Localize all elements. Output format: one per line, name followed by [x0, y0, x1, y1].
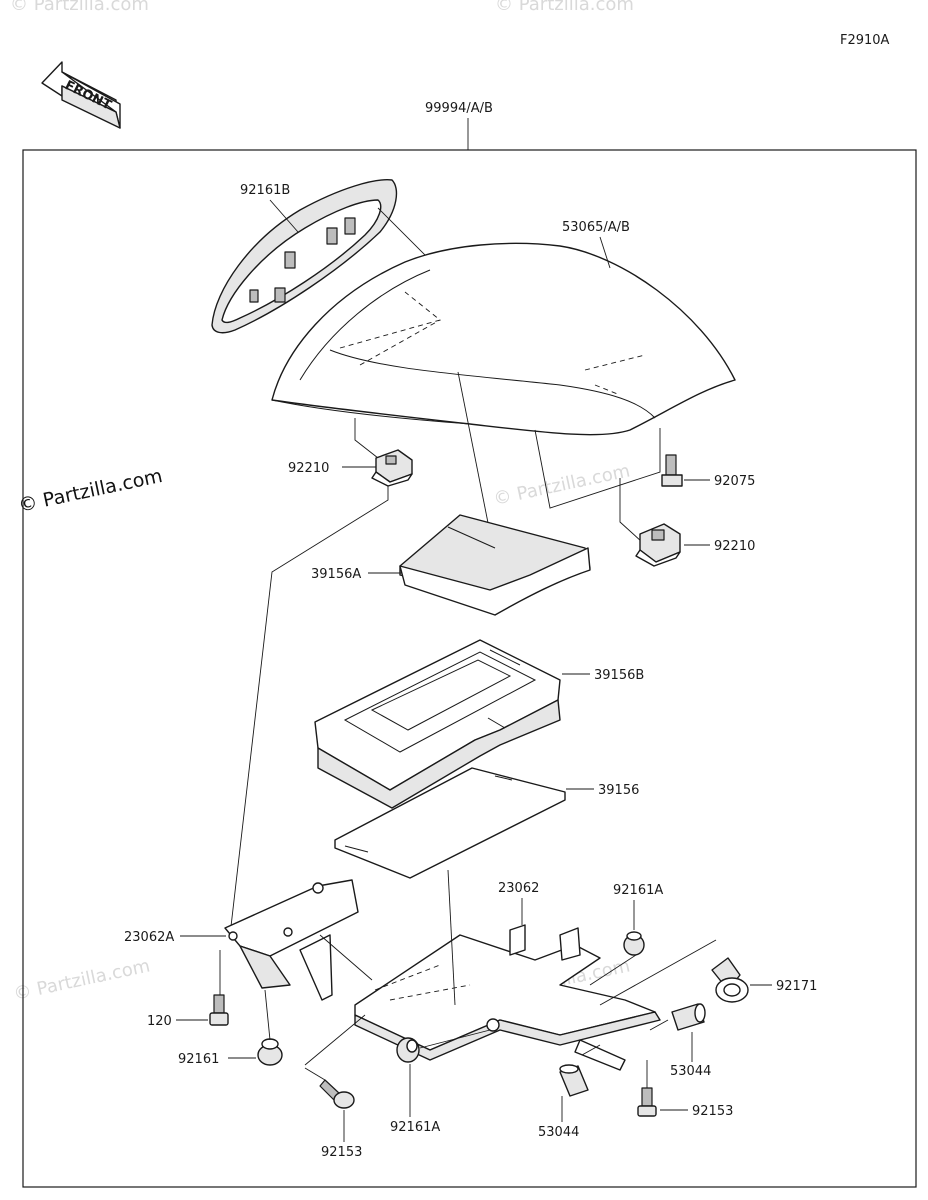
- cushion-stud: [344, 217, 356, 235]
- label-23062: 23062: [498, 881, 539, 896]
- guide-line: [589, 954, 637, 986]
- bracket-23062A: [224, 879, 359, 1001]
- label-53044-right: 53044: [670, 1064, 711, 1079]
- seat-cowl-53065: [271, 242, 736, 436]
- faint-watermark: © Partzilla.com: [10, 0, 149, 15]
- cap-53044-right: [671, 1003, 706, 1031]
- foam-pad-39156A: [399, 514, 591, 616]
- partzilla-watermark: © Partzilla.com: [16, 465, 164, 517]
- label-92161A-top: 92161A: [613, 883, 663, 898]
- leader-53065: [599, 236, 611, 269]
- assembly-frame: [22, 149, 917, 1188]
- grommet-92161A-bottom: [396, 1037, 420, 1063]
- cushion-strip-92161B: [211, 179, 398, 334]
- guide-line: [649, 1019, 669, 1031]
- label-39156A: 39156A: [311, 567, 361, 582]
- assembly-label: 99994/A/B: [425, 101, 493, 116]
- guide-line-left: [229, 486, 389, 936]
- sheet-39156: [334, 767, 566, 879]
- guide-line: [534, 428, 661, 509]
- bolt-120: [209, 994, 229, 1026]
- hidden-line: [374, 964, 471, 1001]
- faint-watermark: © Partzilla.com: [495, 0, 634, 15]
- screw-92075: [661, 454, 683, 487]
- guide-line: [599, 939, 717, 1006]
- label-92210-left: 92210: [288, 461, 329, 476]
- faint-watermark: © Partzilla.com: [12, 955, 152, 1004]
- label-92153-bottom: 92153: [321, 1145, 362, 1160]
- guide-line: [619, 478, 643, 543]
- cushion-stud: [284, 251, 296, 269]
- guide-line: [581, 1044, 601, 1056]
- label-120: 120: [147, 1014, 172, 1029]
- figure-code: F2910A: [840, 33, 890, 48]
- label-39156: 39156: [598, 783, 639, 798]
- faint-watermarks: © Partzilla.com © Partzilla.com © Partzi…: [10, 0, 634, 1005]
- label-39156B: 39156B: [594, 668, 644, 683]
- leader-92161B-cowl: [377, 207, 433, 263]
- guide-line: [304, 1014, 366, 1066]
- cushion-stud: [326, 227, 338, 245]
- guide-line: [264, 989, 271, 1041]
- leader-92161B: [269, 199, 299, 233]
- screw-92153-bottom: [319, 1079, 355, 1109]
- label-92075: 92075: [714, 474, 755, 489]
- guide-line: [419, 1029, 491, 1049]
- grommet-92161A-top: [623, 931, 645, 956]
- label-92161B: 92161B: [240, 183, 290, 198]
- label-92161A-bottom: 92161A: [390, 1120, 440, 1135]
- label-92161: 92161: [178, 1052, 219, 1067]
- clamp-92171: [711, 957, 749, 1003]
- label-53065: 53065/A/B: [562, 220, 630, 235]
- label-53044-bottom: 53044: [538, 1125, 579, 1140]
- cap-53044-bottom: [559, 1064, 589, 1097]
- label-92210-right: 92210: [714, 539, 755, 554]
- clip-nut-92210-left: [371, 449, 413, 487]
- label-92171: 92171: [776, 979, 817, 994]
- label-23062A: 23062A: [124, 930, 174, 945]
- front-arrow-icon: FRONT: [41, 61, 121, 129]
- guide-line: [447, 869, 456, 1006]
- guide-line: [354, 418, 379, 459]
- guide-line: [304, 1067, 326, 1081]
- clip-nut-92210-right: [635, 523, 681, 567]
- guide-line: [457, 371, 494, 549]
- cushion-stud: [274, 287, 286, 303]
- guide-line: [319, 934, 373, 981]
- cushion-stud: [249, 289, 259, 303]
- screw-92153-right: [637, 1087, 657, 1117]
- grommet-92161: [257, 1038, 283, 1066]
- label-92153-right: 92153: [692, 1104, 733, 1119]
- faint-watermark: © Partzilla.com: [492, 460, 632, 509]
- foam-tray-39156B: [314, 639, 561, 809]
